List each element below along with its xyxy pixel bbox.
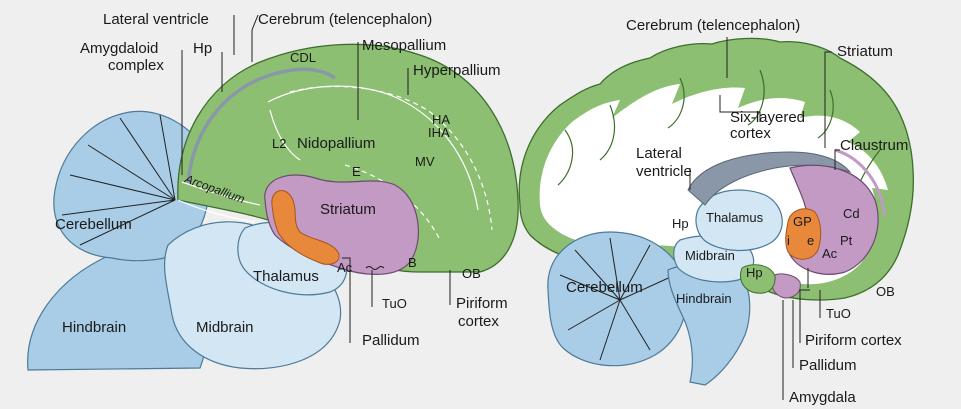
label-pallidum-bird: Pallidum — [362, 332, 420, 349]
label-six-layered-2: cortex — [730, 125, 771, 142]
label-pt: Pt — [840, 233, 853, 248]
label-l2: L2 — [272, 136, 286, 151]
label-gp: GP — [793, 214, 812, 229]
label-ob-bird: OB — [462, 266, 481, 281]
label-iha: IHA — [428, 125, 450, 140]
label-piriform-mammal: Piriform cortex — [805, 332, 902, 349]
label-mv: MV — [415, 154, 435, 169]
label-claustrum: Claustrum — [840, 137, 908, 154]
label-ac-bird: Ac — [337, 260, 353, 275]
label-thalamus-mammal: Thalamus — [706, 210, 764, 225]
label-cerebrum-bird: Cerebrum (telencephalon) — [258, 11, 432, 28]
label-lateral-ventricle-1: Lateral — [636, 145, 682, 162]
label-lateral-ventricle-2: ventricle — [636, 163, 692, 180]
label-cerebellum-mammal: Cerebellum — [566, 279, 643, 296]
label-thalamus-bird: Thalamus — [253, 268, 319, 285]
label-hyperpallium: Hyperpallium — [413, 62, 501, 79]
label-midbrain-bird: Midbrain — [196, 319, 254, 336]
label-e-bird: E — [352, 164, 361, 179]
label-gp-internal: i — [787, 233, 790, 248]
label-hindbrain-mammal: Hindbrain — [676, 291, 732, 306]
label-hp-bird: Hp — [193, 40, 212, 57]
label-b: B — [408, 255, 417, 270]
label-striatum-bird: Striatum — [320, 201, 376, 218]
label-hp-mammal-lower: Hp — [746, 265, 763, 280]
label-lateral-ventricle-bird: Lateral ventricle — [103, 11, 209, 28]
label-ac-mammal: Ac — [822, 246, 838, 261]
label-hp-mammal-upper: Hp — [672, 216, 689, 231]
label-amygdala: Amygdala — [789, 389, 856, 406]
label-nidopallium: Nidopallium — [297, 135, 375, 152]
label-cd: Cd — [843, 206, 860, 221]
label-tuo-bird: TuO — [382, 296, 407, 311]
label-cdl: CDL — [290, 50, 316, 65]
label-striatum-mammal: Striatum — [837, 43, 893, 60]
label-six-layered-1: Six-layered — [730, 109, 805, 126]
label-amygdaloid-2: complex — [108, 57, 164, 74]
label-cerebrum-mammal: Cerebrum (telencephalon) — [626, 17, 800, 34]
label-ob-mammal: OB — [876, 284, 895, 299]
label-mesopallium: Mesopallium — [362, 37, 446, 54]
label-piriform-2: cortex — [458, 313, 499, 330]
label-cerebellum-bird: Cerebellum — [55, 216, 132, 233]
label-amygdaloid-1: Amygdaloid — [80, 40, 158, 57]
label-hindbrain-bird: Hindbrain — [62, 319, 126, 336]
label-pallidum-mammal: Pallidum — [799, 357, 857, 374]
label-piriform-1: Piriform — [456, 295, 508, 312]
label-tuo-mammal: TuO — [826, 306, 851, 321]
label-gp-external: e — [807, 233, 814, 248]
label-midbrain-mammal: Midbrain — [685, 248, 735, 263]
